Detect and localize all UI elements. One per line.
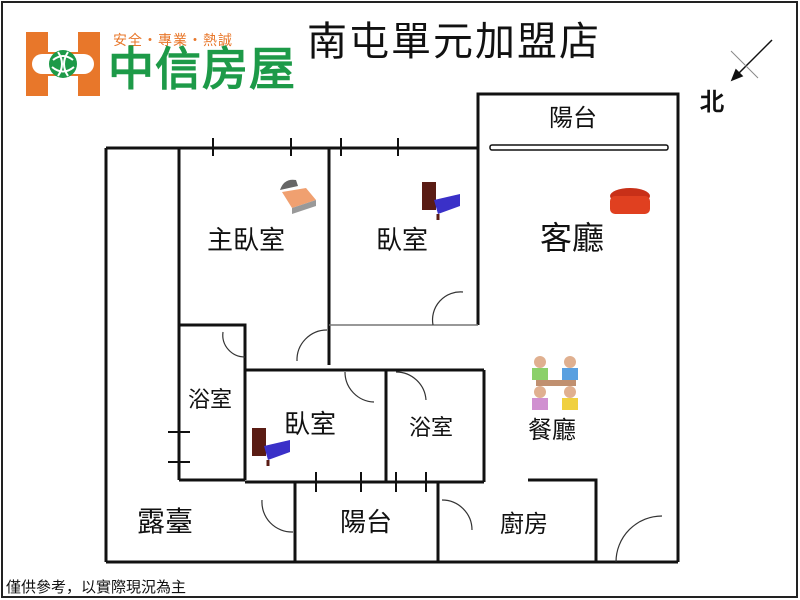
- room-kitchen: 廚房: [500, 510, 548, 538]
- bed-icon: [422, 182, 460, 220]
- brand-slogan: 安全・專業・熱誠: [113, 33, 233, 49]
- sofa-icon: [610, 188, 650, 214]
- bed-icon: [252, 428, 290, 466]
- room-dining: 餐廳: [528, 416, 576, 444]
- room-balcony-rear: 陽台: [340, 508, 393, 538]
- brand-name: 中信房屋: [108, 42, 296, 96]
- room-bedroom-2: 臥室: [284, 410, 337, 440]
- room-bathroom-2: 浴室: [409, 416, 454, 441]
- bed-icon: [280, 179, 316, 214]
- room-balcony-front: 陽台: [549, 104, 597, 132]
- room-living: 客廳: [540, 219, 605, 257]
- store-name: 南屯單元加盟店: [307, 19, 601, 65]
- room-bathroom-1: 浴室: [188, 388, 233, 413]
- dining-table-icon: [532, 356, 578, 410]
- room-master-bedroom: 主臥室: [207, 226, 286, 256]
- room-bedroom-1: 臥室: [376, 226, 429, 256]
- brand-logo-icon: [26, 32, 100, 96]
- room-terrace: 露臺: [137, 505, 194, 538]
- disclaimer: 僅供參考，以實際現況為主: [6, 578, 187, 596]
- north-label: 北: [700, 88, 724, 116]
